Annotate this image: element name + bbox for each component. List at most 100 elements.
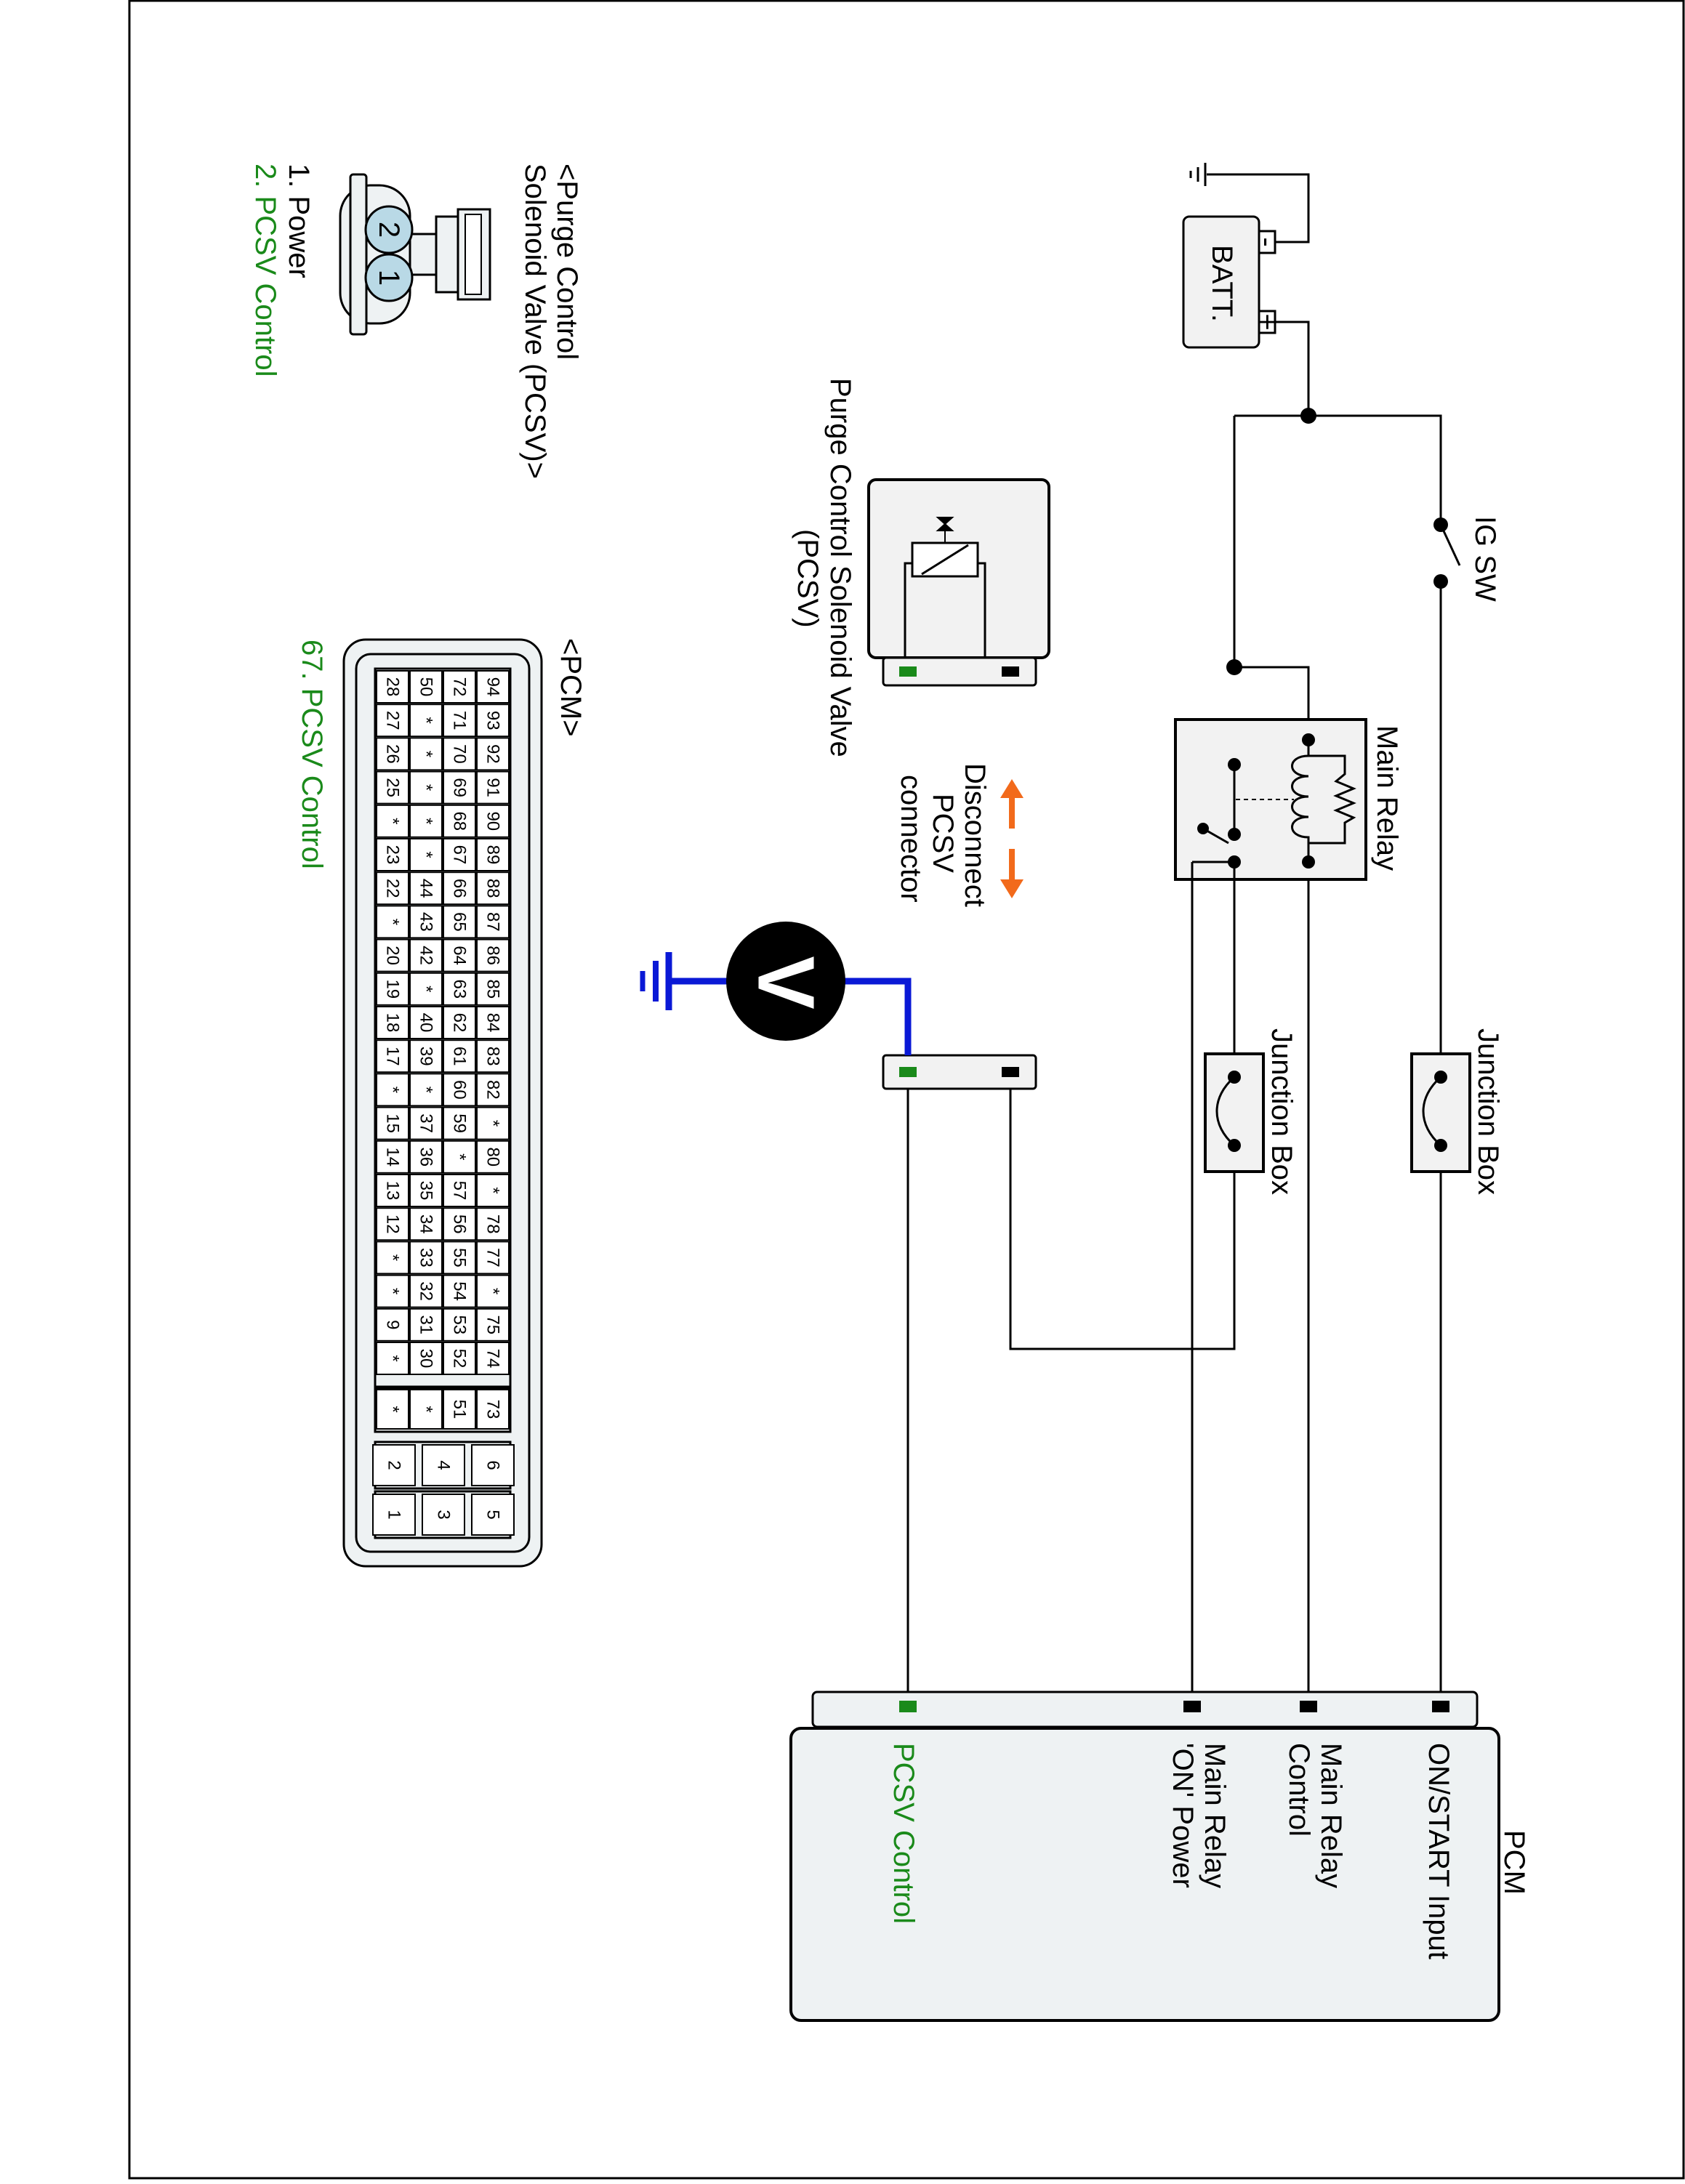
main-relay-label: Main Relay: [1371, 725, 1403, 871]
pcm-pin-cell: [443, 1006, 476, 1039]
pcm-pin-label: *: [417, 784, 436, 791]
pcsv-label-2: (PCSV): [792, 529, 824, 628]
pcm-pin-cell: [376, 1342, 409, 1375]
pcm-relay-power-label-1: Main Relay: [1199, 1743, 1231, 1888]
pcm-pin-label: 65: [450, 912, 470, 932]
disconnect-label-2: PCSV: [927, 794, 959, 873]
pcm-pin-label: 61: [450, 1047, 470, 1066]
pcm-pin-cell: [443, 1207, 476, 1241]
pcm-pin-cell: [476, 1073, 510, 1107]
pcm-pin-label: 77: [483, 1248, 503, 1268]
pcm-pin-label: 60: [450, 1080, 470, 1100]
pcm-pin-on-start: [1432, 1701, 1449, 1712]
pcm-pin-label: 6: [483, 1460, 503, 1470]
pcm-pin-label: 4: [434, 1460, 454, 1470]
pcm-pin-label: 53: [450, 1315, 470, 1334]
pcm-pin-cell: [409, 804, 443, 838]
battery-body: [1182, 215, 1260, 349]
pcm-pin-label: *: [383, 1406, 403, 1412]
pcm-pin-label: 71: [450, 711, 470, 730]
pcm-pin-cell: [471, 1444, 515, 1486]
voltmeter-label: V: [741, 956, 831, 1009]
battery: BATT. - +: [1182, 215, 1283, 349]
pcm-pin-cell: [476, 1274, 510, 1308]
pcm-pin-label: 43: [417, 912, 436, 932]
pcm-pin-cell: [476, 871, 510, 906]
ground-icon: [1189, 163, 1207, 186]
pcm-pin-cell: [443, 938, 476, 972]
pcm-pin-label: 44: [417, 879, 436, 898]
pcm-pin-label: 22: [383, 879, 403, 898]
pcm-pin-label: 26: [383, 744, 403, 764]
pcm-pin-label: 80: [483, 1147, 503, 1166]
pcsv-connector-title-1: <Purge Control: [551, 164, 583, 360]
pcm-pin-label: 15: [383, 1113, 403, 1133]
pcm-pin-label: 78: [483, 1214, 503, 1234]
pcm-pin-label: 31: [417, 1315, 436, 1334]
pcm-pin-cell: [443, 972, 476, 1006]
pcm-pin-cell: [476, 804, 510, 838]
pcm-pin-cell: [443, 1039, 476, 1073]
junction-box-relay-label: Junction Box: [1266, 1028, 1298, 1195]
pcm-on-start-label: ON/START Input: [1423, 1743, 1455, 1959]
pcm-pin-cell: [443, 1241, 476, 1275]
pcm-pin-cell: [409, 737, 443, 771]
pcm-pin-label: 35: [417, 1181, 436, 1201]
pcm-pin-label: 33: [417, 1248, 436, 1268]
pcm-pin-cell: [476, 1039, 510, 1073]
pcm-pin-cell: [409, 1073, 443, 1107]
pcm-pin-label: 83: [483, 1047, 503, 1066]
pcm-pin-cell: [409, 1342, 443, 1375]
pcm-pin-cell: [409, 1207, 443, 1241]
pcsv-connector-view: <Purge Control Solenoid Valve (PCSV)> 2 …: [249, 164, 583, 479]
pcm-pin-cell: [376, 1307, 409, 1342]
pcm-pin-cell: [376, 737, 409, 771]
pcm-pin-cell: [476, 737, 510, 771]
pcm-pin-cell: [443, 1274, 476, 1308]
pcm-pin-cell: [443, 737, 476, 771]
voltmeter-icon: V: [726, 922, 845, 1041]
pcm-pin-cell: [443, 1140, 476, 1174]
pcm-pin-cell: [443, 1307, 476, 1342]
pcm-pin-label: *: [383, 1355, 403, 1361]
pcm-connector-highlight-label: 67. PCSV Control: [296, 640, 328, 869]
pcm-relay-power-label-2: 'ON' Power: [1167, 1743, 1199, 1888]
pcm-pin-label: *: [383, 1087, 403, 1093]
pcm-pin-label: 5: [483, 1510, 503, 1519]
pcm-pin-cell: [471, 1494, 515, 1536]
pcm-pin-label: 88: [483, 879, 503, 898]
pcm-pin-cell: [476, 938, 510, 972]
pcm-pin-label: 74: [483, 1349, 503, 1369]
pcm-pin-cell: [409, 770, 443, 805]
pcsv-legend-1: 1. Power: [283, 164, 315, 278]
pcm-pin-cell: [376, 1106, 409, 1140]
pcm-pin-label: 30: [417, 1349, 436, 1369]
pcm-pin-cell: [443, 804, 476, 838]
junction-box-ig: Junction Box: [1410, 1028, 1504, 1195]
pcm-pin-relay-control: [1300, 1701, 1317, 1712]
pcm-connector-title: <PCM>: [555, 638, 587, 737]
pcm-pin-label: 39: [417, 1047, 436, 1066]
pcm-pin-cell: [443, 1073, 476, 1107]
splice-dot: [1300, 408, 1316, 424]
pcm-main-pin-block: [374, 667, 512, 1390]
pcm-pin-label: 87: [483, 912, 503, 932]
junction-box-ig-label: Junction Box: [1472, 1028, 1504, 1195]
pcm-pin-cell: [409, 704, 443, 738]
pcm-module: PCM ON/START Input Main Relay Control Ma…: [789, 1691, 1530, 2022]
pcm-pin-label: 17: [383, 1047, 403, 1066]
pcm-pin-label: 59: [450, 1113, 470, 1133]
pcm-pin-cell: [476, 1307, 510, 1342]
pcm-pin-pcsv-control: [899, 1701, 917, 1712]
pcm-pin-cell: [376, 704, 409, 738]
pcsv-connector-title-2: Solenoid Valve (PCSV)>: [519, 164, 551, 479]
pcm-pin-label: *: [417, 1087, 436, 1093]
pcm-pin-label: 67: [450, 845, 470, 865]
page-frame: [128, 0, 1685, 2180]
pcm-relay-control-label-1: Main Relay: [1315, 1743, 1347, 1888]
pcm-pin-label: *: [383, 1254, 403, 1261]
pcm-pin-label: 66: [450, 879, 470, 898]
pcm-pin-label: 69: [450, 778, 470, 797]
pcm-pin-cell: [409, 1274, 443, 1308]
